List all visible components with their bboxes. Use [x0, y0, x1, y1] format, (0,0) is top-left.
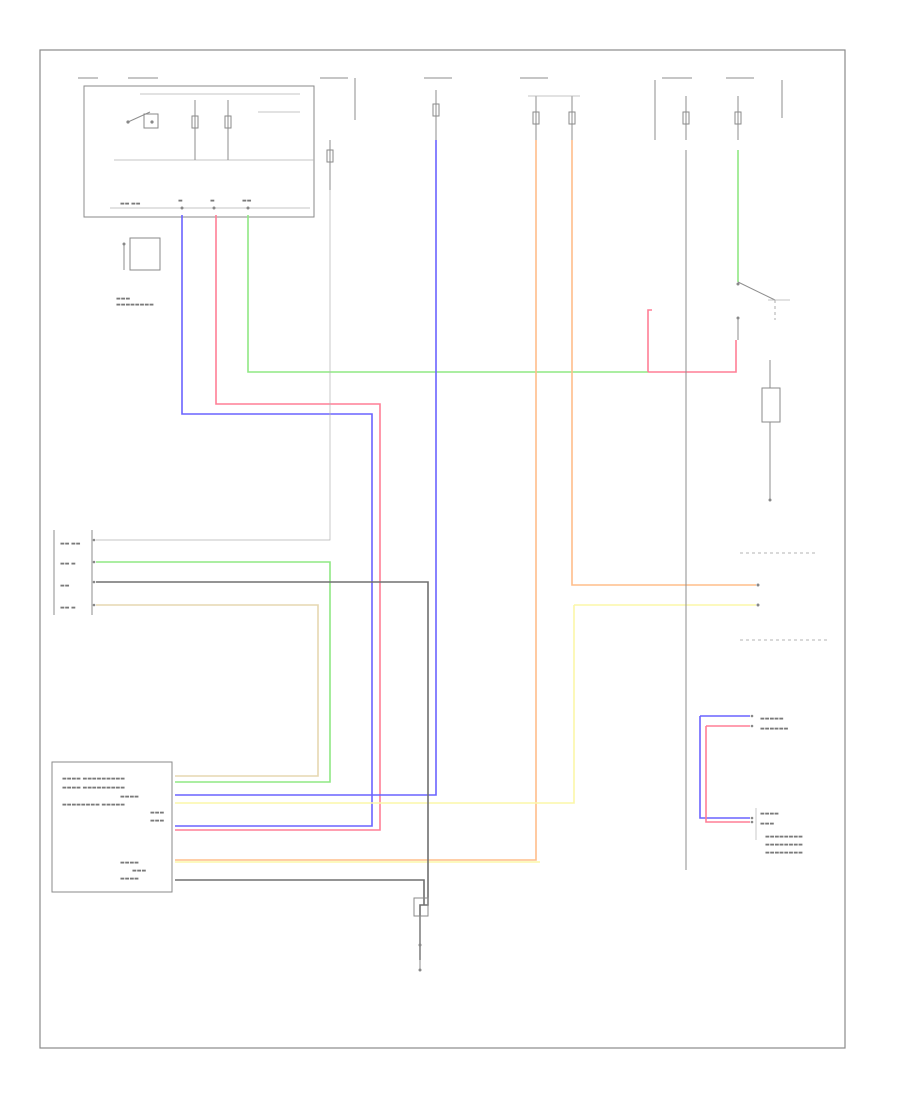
red-wire	[175, 215, 381, 831]
svg-text:▬▬ ▬: ▬▬ ▬	[60, 561, 76, 567]
fuse-relay-box: ▬▬ ▬▬ ▬ ▬ ▬▬	[83, 85, 315, 218]
left-small-relay: ▬▬▬ ▬▬▬▬▬▬▬▬	[116, 237, 161, 308]
right-labels: ▬▬▬▬▬ ▬▬▬▬▬▬ ▬▬▬▬ ▬▬▬ ▬▬▬▬▬▬▬▬ ▬▬▬▬▬▬▬▬ …	[760, 716, 803, 856]
svg-text:▬▬▬▬ ▬▬▬▬▬▬▬▬▬: ▬▬▬▬ ▬▬▬▬▬▬▬▬▬	[62, 776, 125, 782]
orange-wire	[175, 140, 537, 861]
right-relay-icon	[736, 281, 790, 340]
left-module-lower: ▬▬▬▬ ▬▬▬▬▬▬▬▬▬ ▬▬▬▬ ▬▬▬▬▬▬▬▬▬ ▬▬▬▬ ▬▬▬▬▬…	[51, 761, 173, 893]
svg-text:▬▬: ▬▬	[242, 198, 252, 204]
ground-connector-icon	[413, 897, 429, 972]
relay-switch-icon	[126, 111, 159, 129]
svg-text:▬▬▬▬ ▬▬▬▬▬▬▬▬▬: ▬▬▬▬ ▬▬▬▬▬▬▬▬▬	[62, 785, 125, 791]
fuse-icon	[191, 100, 232, 160]
blue-wire-center	[175, 140, 437, 796]
svg-text:▬▬: ▬▬	[60, 583, 70, 589]
svg-text:▬▬▬: ▬▬▬	[116, 296, 130, 302]
right-module-lower	[699, 714, 757, 840]
svg-text:▬▬▬▬: ▬▬▬▬	[760, 811, 779, 817]
svg-text:▬▬ ▬▬: ▬▬ ▬▬	[60, 541, 81, 547]
center-fuses	[326, 90, 580, 190]
svg-text:▬▬▬▬▬▬▬▬: ▬▬▬▬▬▬▬▬	[765, 850, 803, 856]
svg-text:▬▬▬: ▬▬▬	[150, 818, 164, 824]
yellow-wire	[175, 605, 575, 804]
orange-wire-right	[571, 140, 756, 586]
right-fuse-block	[654, 80, 783, 140]
svg-text:▬▬▬: ▬▬▬	[150, 810, 164, 816]
motor-icon	[761, 360, 781, 502]
blue-wire	[175, 215, 373, 827]
svg-text:▬: ▬	[178, 198, 183, 204]
svg-text:▬: ▬	[210, 198, 215, 204]
right-connector-pins	[756, 583, 760, 607]
svg-text:▬▬▬▬▬▬▬▬ ▬▬▬▬▬: ▬▬▬▬▬▬▬▬ ▬▬▬▬▬	[62, 802, 125, 808]
svg-text:▬▬▬▬▬▬▬▬: ▬▬▬▬▬▬▬▬	[765, 834, 803, 840]
green-wire	[247, 215, 648, 373]
svg-text:▬▬▬▬▬▬▬▬: ▬▬▬▬▬▬▬▬	[765, 842, 803, 848]
svg-text:▬▬▬: ▬▬▬	[760, 821, 774, 827]
black-wire-lower	[175, 879, 425, 905]
svg-text:▬▬▬▬▬: ▬▬▬▬▬	[760, 716, 784, 722]
svg-text:▬▬ ▬▬: ▬▬ ▬▬	[120, 201, 141, 207]
svg-text:▬▬▬▬▬▬▬▬: ▬▬▬▬▬▬▬▬	[116, 302, 154, 308]
svg-text:▬▬▬▬: ▬▬▬▬	[120, 876, 139, 882]
svg-text:▬▬▬▬: ▬▬▬▬	[120, 794, 139, 800]
grey-wire	[96, 190, 331, 541]
red-wire-stub	[647, 309, 652, 372]
left-module-upper: ▬▬ ▬▬ ▬▬ ▬ ▬▬ ▬▬ ▬	[53, 530, 96, 615]
diagram-frame	[39, 49, 846, 1049]
svg-text:▬▬▬: ▬▬▬	[132, 868, 146, 874]
red-wire-right	[648, 340, 737, 373]
svg-text:▬▬▬▬▬▬: ▬▬▬▬▬▬	[760, 726, 789, 732]
svg-text:▬▬▬▬: ▬▬▬▬	[120, 860, 139, 866]
tan-wire	[96, 604, 319, 777]
black-wire	[96, 581, 429, 960]
svg-text:▬▬ ▬: ▬▬ ▬	[60, 605, 76, 611]
green-wire-left	[96, 561, 331, 783]
